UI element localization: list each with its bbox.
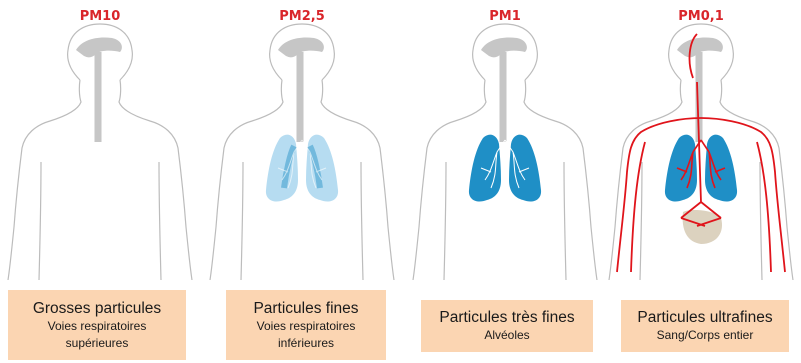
- panel-pm1: PM1 Particules très fines Alvéoles: [405, 0, 605, 363]
- label-sub-2: supérieures: [66, 335, 129, 352]
- label-sub-1: Alvéoles: [484, 327, 529, 344]
- body-svg: [405, 22, 605, 280]
- label-main: Particules fines: [253, 299, 358, 318]
- body-figure: [405, 22, 605, 280]
- body-svg: [202, 22, 402, 280]
- panel-pm2-5: PM2,5 Particules fines Voies respiratoir…: [202, 0, 402, 363]
- panel-pm0-1: PM0,1 Particules ultrafines Sang/Corps e…: [601, 0, 801, 363]
- label-sub-1: Voies respiratoires: [48, 318, 147, 335]
- body-figure: [601, 22, 801, 280]
- label-sub-1: Sang/Corps entier: [657, 327, 754, 344]
- body-svg: [0, 22, 200, 280]
- left-lung: [266, 135, 298, 202]
- left-lung: [469, 135, 501, 202]
- label-box: Particules très fines Alvéoles: [421, 300, 593, 352]
- panel-pm10: PM10 Grosses particules Voies respiratoi…: [0, 0, 200, 363]
- label-sub-2: inférieures: [278, 335, 334, 352]
- body-figure: [202, 22, 402, 280]
- label-box: Particules ultrafines Sang/Corps entier: [621, 300, 789, 352]
- label-box: Particules fines Voies respiratoires inf…: [226, 290, 386, 360]
- label-main: Grosses particules: [33, 299, 161, 318]
- right-lung: [306, 135, 338, 202]
- label-main: Particules très fines: [439, 308, 574, 327]
- label-main: Particules ultrafines: [637, 308, 772, 327]
- body-svg: [601, 22, 801, 280]
- body-figure: [0, 22, 200, 280]
- label-sub-1: Voies respiratoires: [257, 318, 356, 335]
- right-lung: [509, 135, 541, 202]
- label-box: Grosses particules Voies respiratoires s…: [8, 290, 186, 360]
